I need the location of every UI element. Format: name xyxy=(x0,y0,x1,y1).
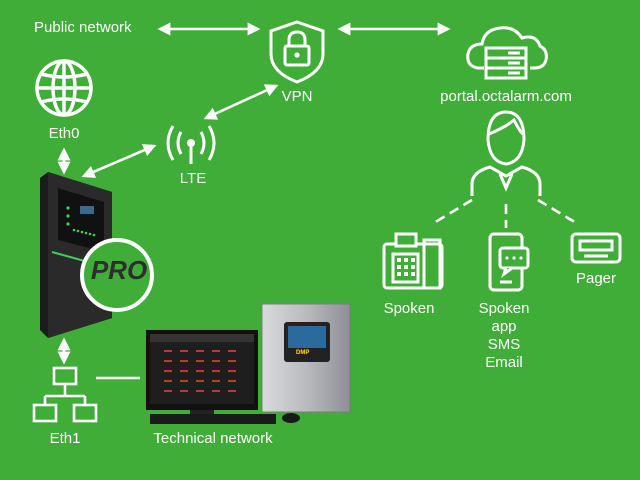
device-badge: PRO xyxy=(90,255,148,285)
vpn-shield-lock-icon xyxy=(269,20,325,84)
label-email: Email xyxy=(485,354,523,371)
label-public-network: Public network xyxy=(34,19,132,36)
label-pager: Pager xyxy=(575,270,617,287)
dmp-cabinet xyxy=(261,303,351,413)
label-eth1: Eth1 xyxy=(49,430,81,447)
label-lte: LTE xyxy=(179,170,207,187)
smartphone-icon xyxy=(488,232,530,292)
link-user-spoken xyxy=(431,198,473,226)
globe-icon xyxy=(35,59,93,117)
label-spoken-app: Spoken xyxy=(478,300,530,317)
dmp-logo: DMP xyxy=(296,350,310,356)
octalarm-pro-device xyxy=(40,172,154,338)
user-person-icon xyxy=(470,110,542,196)
label-vpn: VPN xyxy=(281,88,313,105)
connections xyxy=(57,22,579,380)
link-device-lte xyxy=(81,144,157,178)
lte-antenna-icon xyxy=(166,125,216,164)
label-technical-network: Technical network xyxy=(153,430,273,447)
cloud-server-icon xyxy=(466,26,548,80)
desk-phone-icon xyxy=(382,232,444,290)
label-spoken: Spoken xyxy=(383,300,435,317)
monitor xyxy=(146,330,258,418)
mouse xyxy=(282,413,300,423)
label-portal: portal.octalarm.com xyxy=(440,88,572,105)
pager-icon xyxy=(570,232,622,264)
label-eth0: Eth0 xyxy=(48,125,80,142)
keyboard xyxy=(150,414,276,424)
label-sms: SMS xyxy=(487,336,521,353)
link-user-pager xyxy=(537,198,579,226)
link-lte-vpn xyxy=(203,84,279,120)
label-app: app xyxy=(491,318,517,335)
network-topology-icon xyxy=(32,366,98,423)
